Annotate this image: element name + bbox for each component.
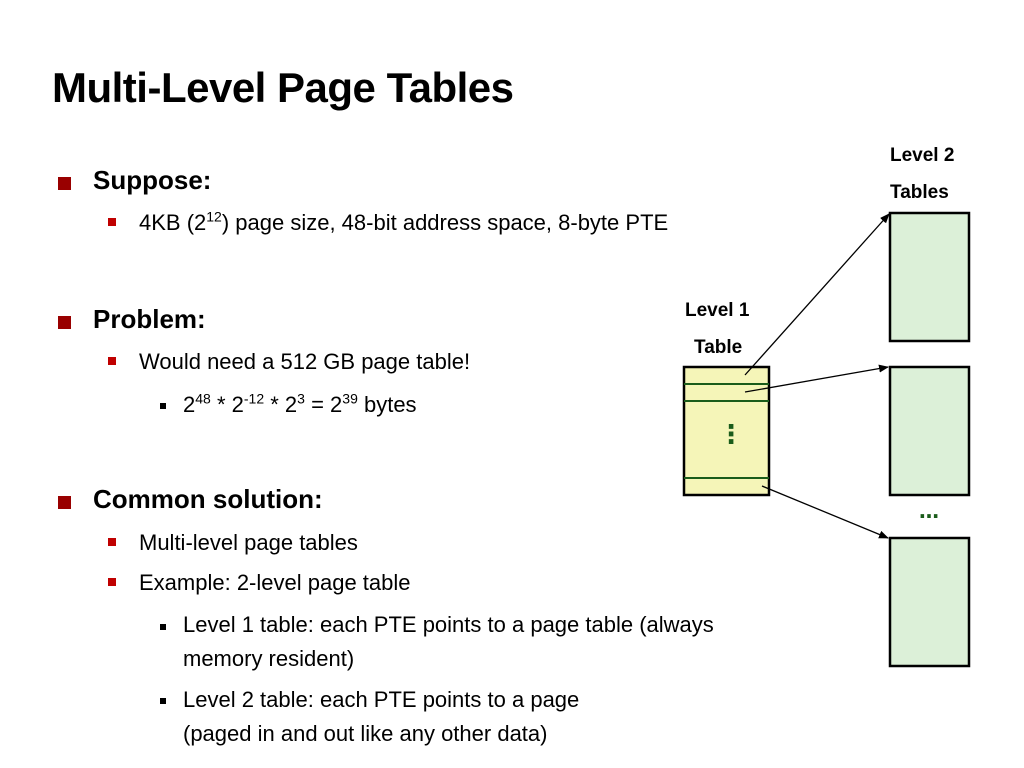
problem-heading: Problem: bbox=[93, 304, 206, 334]
pointer-arrow bbox=[761, 485, 889, 539]
level-1-table bbox=[682, 365, 771, 497]
pointer-arrow bbox=[744, 213, 890, 376]
solution-sub-1: Level 1 table: each PTE points to a page… bbox=[183, 608, 714, 676]
suppose-detail-post: ) page size, 48-bit address space, 8-byt… bbox=[221, 210, 669, 235]
solution-item-2: Example: 2-level page table bbox=[139, 570, 411, 595]
suppose-detail: 4KB (212) page size, 48-bit address spac… bbox=[139, 210, 668, 236]
math-op1: * bbox=[210, 392, 232, 417]
level-2-table-1 bbox=[888, 211, 971, 343]
bullet-marker bbox=[108, 578, 116, 586]
solution-sub-2-line-1: Level 2 table: each PTE points to a page bbox=[183, 687, 580, 712]
bullet-marker bbox=[58, 316, 71, 329]
level-1-ellipsis: ⋮ bbox=[718, 420, 744, 450]
slide-title: Multi-Level Page Tables bbox=[52, 64, 514, 111]
bullet-marker bbox=[108, 357, 116, 365]
bullet-marker bbox=[108, 218, 116, 226]
solution-sub-2: Level 2 table: each PTE points to a page… bbox=[183, 683, 579, 751]
bullet-marker bbox=[58, 177, 71, 190]
suppose-detail-pre: 4KB (2 bbox=[139, 210, 207, 235]
math-a-exp: 48 bbox=[195, 390, 211, 407]
suppose-heading: Suppose: bbox=[93, 165, 212, 195]
level-2-label-line-1: Level 2 bbox=[890, 145, 955, 166]
bullet-marker bbox=[58, 496, 71, 509]
math-d-exp: 39 bbox=[342, 390, 358, 407]
math-a-base: 2 bbox=[183, 392, 196, 417]
solution-heading: Common solution: bbox=[93, 484, 323, 514]
solution-sub-1-line-2: memory resident) bbox=[183, 646, 355, 671]
solution-sub-1-line-1: Level 1 table: each PTE points to a page… bbox=[183, 612, 714, 637]
bullet-marker bbox=[160, 624, 166, 630]
level-2-table-2 bbox=[888, 365, 971, 497]
math-c-base: 2 bbox=[284, 392, 298, 417]
problem-detail: Would need a 512 GB page table! bbox=[139, 349, 471, 374]
bullet-marker bbox=[108, 538, 116, 546]
level-2-label-line-2: Tables bbox=[890, 182, 949, 203]
math-unit: bytes bbox=[357, 392, 417, 417]
level-2-ellipsis: … bbox=[919, 499, 939, 523]
suppose-detail-exponent: 12 bbox=[206, 208, 222, 225]
bullet-marker bbox=[160, 403, 166, 409]
math-d-base: 2 bbox=[330, 392, 343, 417]
level-2-table-3 bbox=[888, 536, 971, 668]
math-op2: * bbox=[264, 392, 285, 417]
level-1-label-line-2: Table bbox=[694, 337, 743, 358]
solution-sub-2-line-2: (paged in and out like any other data) bbox=[183, 721, 548, 746]
bullet-marker bbox=[160, 698, 166, 704]
solution-item-1: Multi-level page tables bbox=[139, 530, 358, 555]
problem-math: 248 * 2-12 * 23 = 239 bytes bbox=[183, 392, 417, 418]
math-b-base: 2 bbox=[231, 392, 244, 417]
math-b-exp: -12 bbox=[243, 390, 265, 407]
math-eq: = bbox=[304, 392, 331, 417]
math-c-exp: 3 bbox=[297, 390, 305, 407]
level-1-label-line-1: Level 1 bbox=[685, 300, 750, 321]
pointer-arrow bbox=[744, 364, 889, 393]
